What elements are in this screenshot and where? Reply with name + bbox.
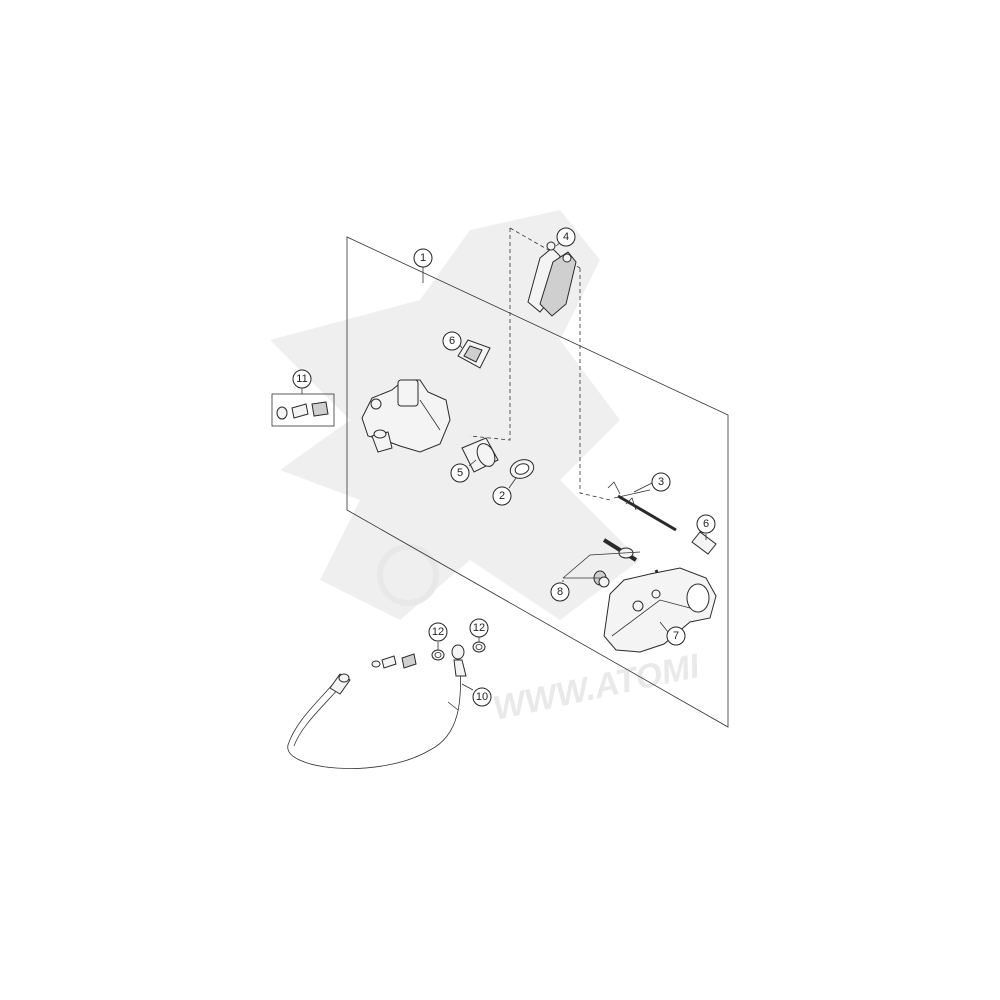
svg-text:2: 2 — [499, 490, 505, 502]
piston-seal — [509, 459, 535, 479]
callout-5: 5 — [450, 463, 470, 483]
svg-text:3: 3 — [658, 476, 664, 488]
callout-4: 4 — [556, 227, 576, 247]
pad-spring-upper — [457, 339, 491, 369]
guide-pins — [562, 538, 664, 588]
svg-text:7: 7 — [673, 630, 679, 642]
pad-guide-lines — [469, 227, 611, 501]
callout-12-right: 12 — [469, 618, 489, 638]
caliper-bracket — [603, 567, 717, 653]
pad-spring-lower — [691, 531, 717, 555]
callout-11: 11 — [292, 369, 312, 389]
svg-text:12: 12 — [473, 622, 485, 634]
callout-3: 3 — [651, 472, 671, 492]
svg-text:6: 6 — [449, 335, 455, 347]
svg-text:1: 1 — [420, 252, 426, 264]
svg-text:12: 12 — [432, 626, 444, 638]
bleed-screw-set — [271, 393, 335, 427]
pad-pin — [607, 481, 677, 532]
watermark-circle — [377, 544, 439, 606]
svg-text:4: 4 — [563, 231, 569, 243]
callout-2: 2 — [492, 486, 512, 506]
caliper-body — [361, 379, 451, 453]
watermark-url: WWW.ATOMI — [490, 647, 704, 728]
callout-7: 7 — [666, 626, 686, 646]
svg-text:10: 10 — [476, 691, 488, 703]
assembly-frame — [346, 236, 729, 728]
callout-10: 10 — [472, 687, 492, 707]
callout-1: 1 — [413, 248, 433, 268]
brake-line-assembly — [287, 641, 486, 769]
svg-text:6: 6 — [703, 518, 709, 530]
svg-text:11: 11 — [296, 373, 307, 385]
callout-6-lower: 6 — [696, 514, 716, 534]
brake-pads — [527, 241, 577, 317]
piston — [461, 437, 499, 473]
callout-8: 8 — [550, 582, 570, 602]
callout-12-left: 12 — [428, 622, 448, 642]
svg-text:5: 5 — [457, 467, 463, 479]
svg-text:8: 8 — [557, 586, 563, 598]
callout-6-upper: 6 — [442, 331, 462, 351]
callouts: 1 4 6 11 5 2 3 6 8 7 12 12 10 — [292, 227, 716, 707]
